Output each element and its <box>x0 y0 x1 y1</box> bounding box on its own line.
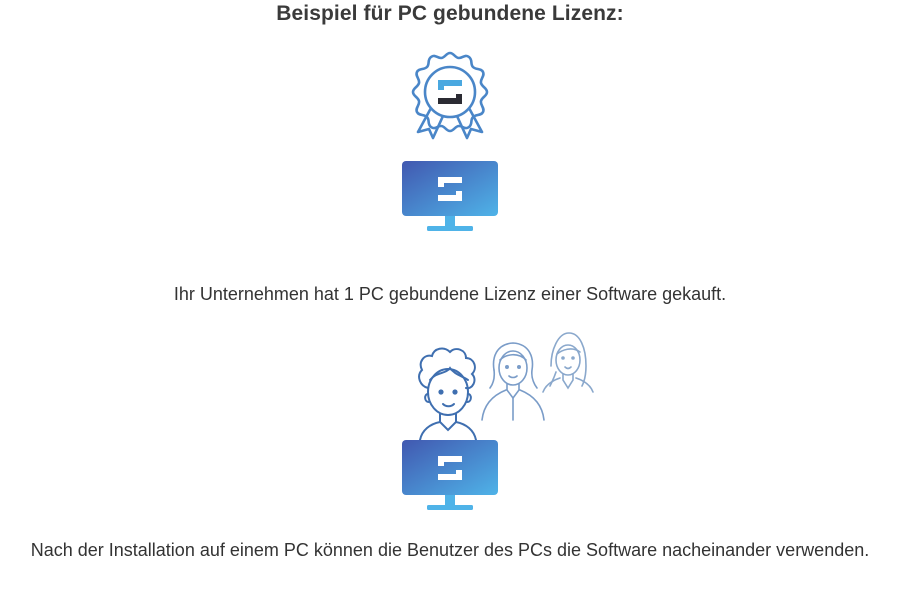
users-icon <box>418 332 594 441</box>
usage-caption: Nach der Installation auf einem PC könne… <box>30 540 870 560</box>
monitor-icon <box>402 161 498 231</box>
license-caption: Ihr Unternehmen hat 1 PC gebundene Lizen… <box>173 284 727 304</box>
page-title: Beispiel für PC gebundene Lizenz: <box>276 2 624 25</box>
license-badge-icon <box>411 51 489 140</box>
monitor-icon <box>402 440 498 510</box>
